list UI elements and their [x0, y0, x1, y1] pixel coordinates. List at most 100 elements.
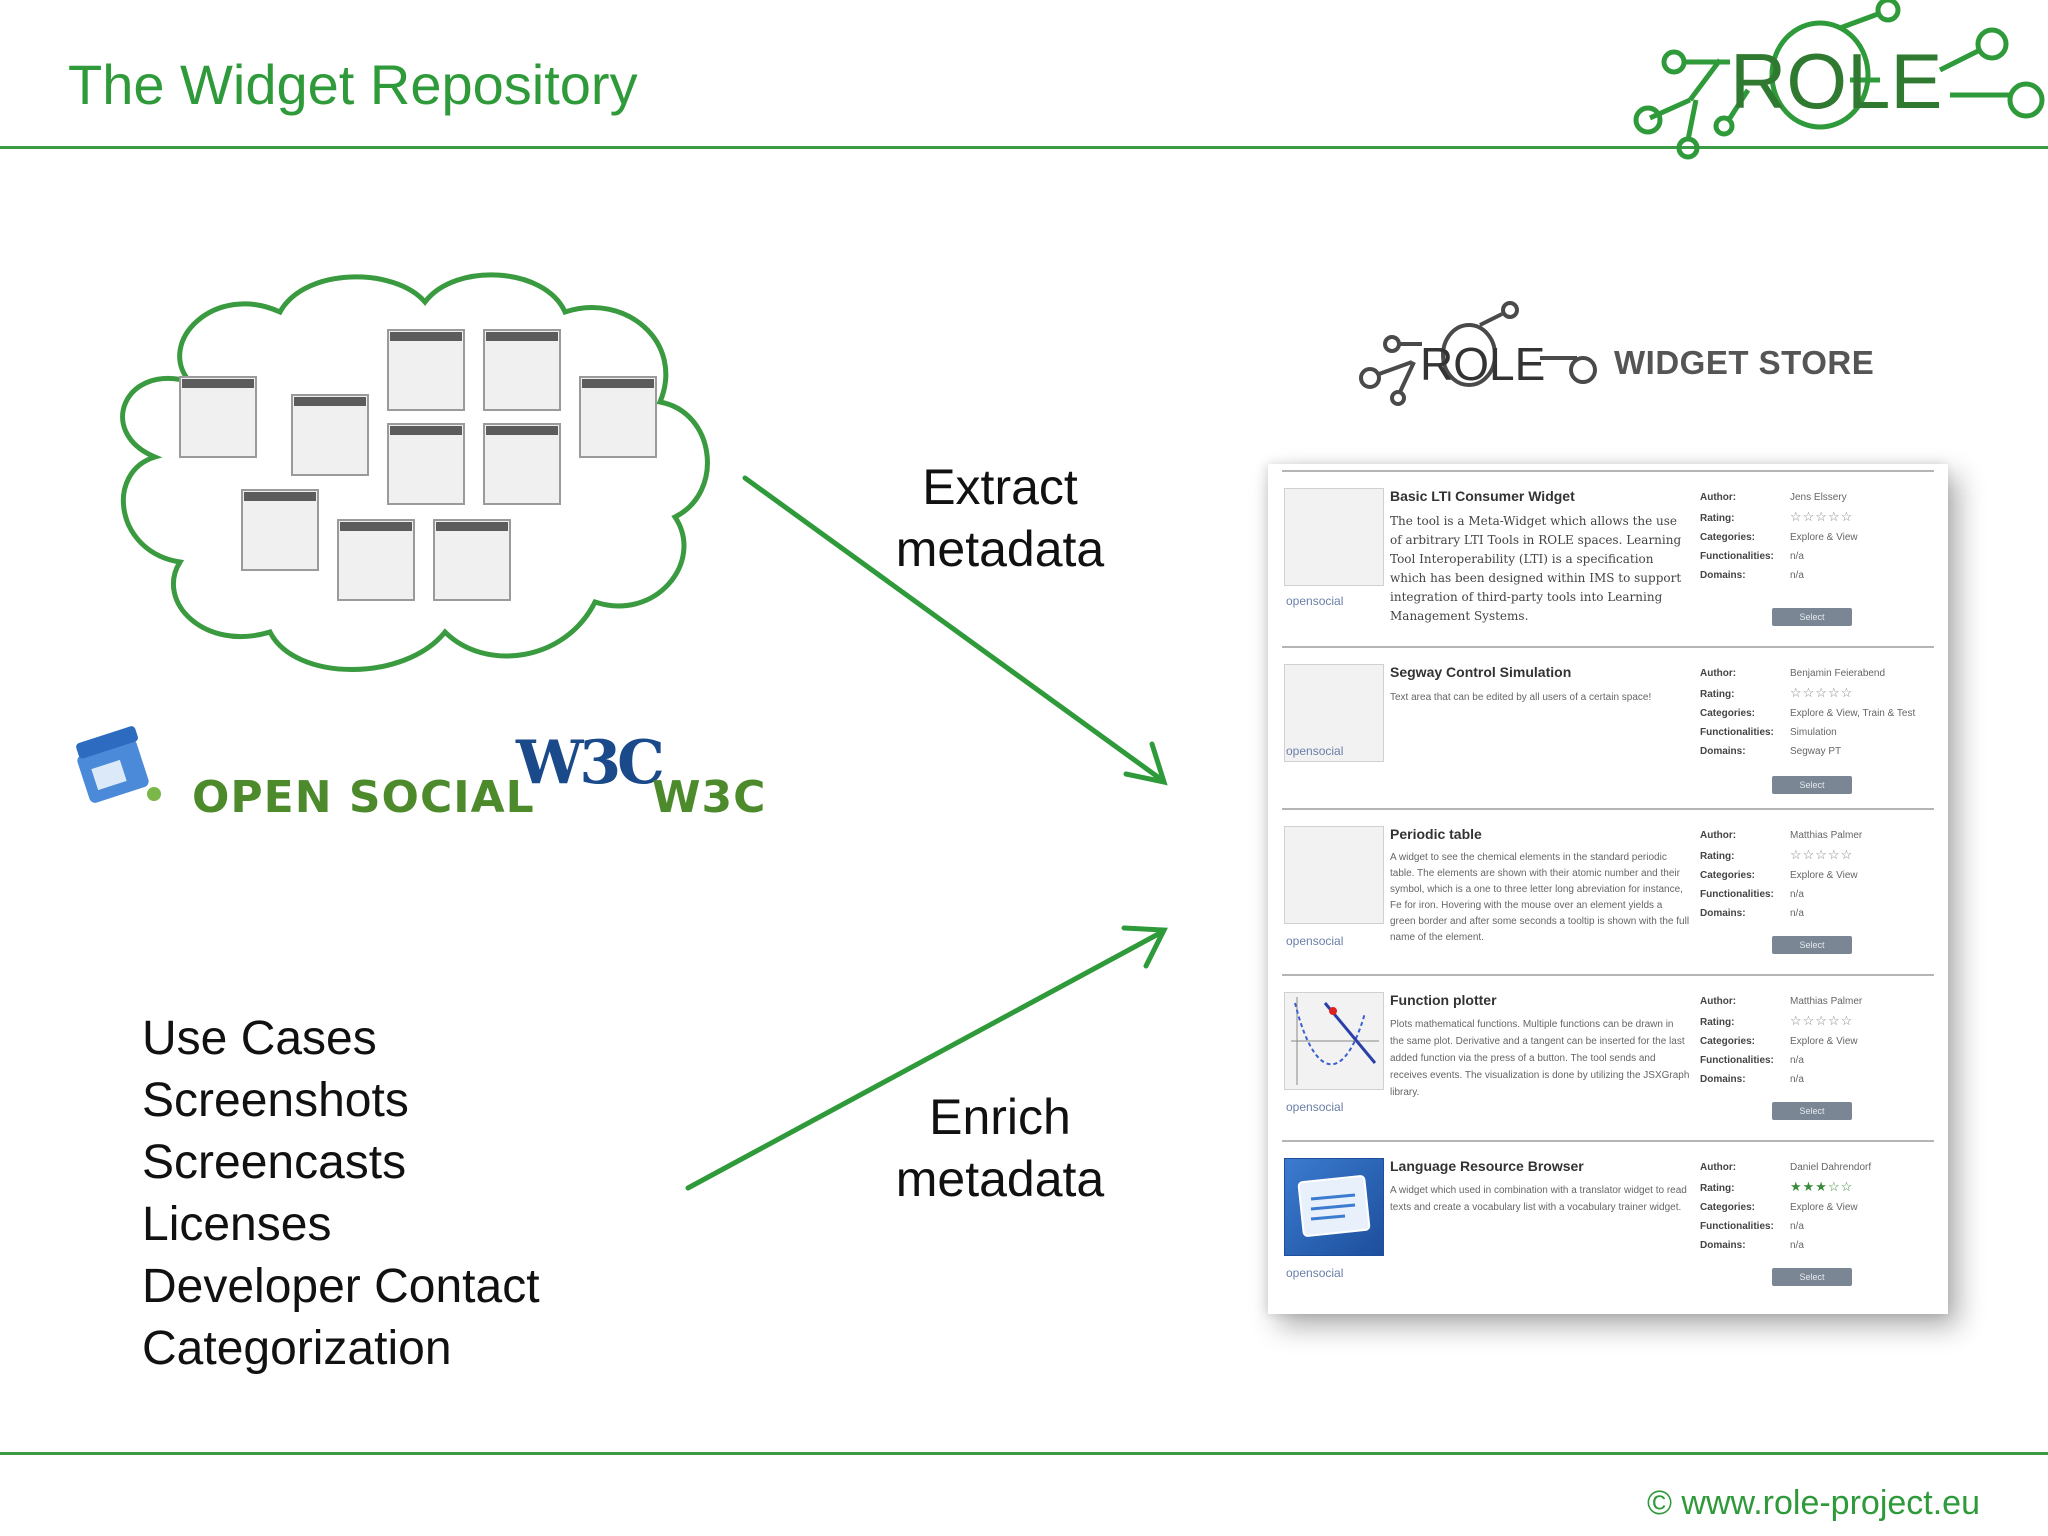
extract-label-line: Extract	[922, 459, 1078, 515]
metadata-item: Licenses	[142, 1198, 332, 1251]
widget-description: A widget to see the chemical elements in…	[1390, 852, 1690, 943]
rating-stars[interactable]: ☆☆☆☆☆	[1790, 685, 1854, 700]
functionalities-value: n/a	[1790, 1221, 1804, 1232]
domains-value: n/a	[1790, 570, 1804, 581]
enrich-metadata-label: Enrich metadata	[870, 1086, 1130, 1210]
opensocial-mark: opensocial	[1286, 594, 1344, 608]
widget-title[interactable]: Periodic table	[1390, 826, 1482, 842]
select-button[interactable]: Select	[1772, 936, 1852, 954]
widget-meta: Author:Benjamin Feierabend Rating:☆☆☆☆☆ …	[1700, 664, 1915, 761]
domains-key: Domains:	[1700, 1074, 1746, 1085]
function-plot-icon	[1291, 997, 1379, 1085]
domains-key: Domains:	[1700, 570, 1746, 581]
widget-meta: Author:Matthias Palmer Rating:☆☆☆☆☆ Cate…	[1700, 826, 1862, 923]
w3c-logo: W3C	[516, 728, 665, 798]
categories-value: Explore & View	[1790, 1036, 1858, 1047]
widget-title[interactable]: Language Resource Browser	[1390, 1158, 1584, 1174]
rating-key: Rating:	[1700, 1183, 1735, 1194]
w3c-label: W3C	[652, 772, 767, 823]
top-divider	[0, 146, 2048, 149]
widget-title[interactable]: Segway Control Simulation	[1390, 664, 1572, 680]
metadata-item: Categorization	[142, 1322, 452, 1375]
role-logo-text: ROLE	[1730, 37, 1942, 125]
domains-value: n/a	[1790, 1240, 1804, 1251]
widget-screenshot	[1284, 664, 1384, 762]
domains-key: Domains:	[1700, 1240, 1746, 1251]
widget-meta: Author:Matthias Palmer Rating:☆☆☆☆☆ Cate…	[1700, 992, 1862, 1089]
categories-key: Categories:	[1700, 532, 1756, 543]
select-button[interactable]: Select	[1772, 608, 1852, 626]
rating-stars[interactable]: ☆☆☆☆☆	[1790, 509, 1854, 524]
categories-key: Categories:	[1700, 708, 1756, 719]
categories-key: Categories:	[1700, 1036, 1756, 1047]
widget-title[interactable]: Basic LTI Consumer Widget	[1390, 488, 1575, 504]
enrich-arrowhead	[1121, 925, 1168, 969]
rating-key: Rating:	[1700, 851, 1735, 862]
author-value: Matthias Palmer	[1790, 830, 1863, 841]
widget-entry: opensocial Periodic table A widget to se…	[1282, 808, 1934, 974]
select-button[interactable]: Select	[1772, 1268, 1852, 1286]
widget-title[interactable]: Function plotter	[1390, 992, 1497, 1008]
footer-copyright[interactable]: © www.role-project.eu	[1646, 1484, 1980, 1522]
widget-entry: opensocial Function plotter Plots mathem…	[1282, 974, 1934, 1140]
widget-tiles	[179, 329, 657, 601]
author-value: Jens Elssery	[1790, 492, 1847, 503]
select-button[interactable]: Select	[1772, 1102, 1852, 1120]
metadata-item: Screenshots	[142, 1074, 409, 1127]
categories-value: Explore & View	[1790, 870, 1858, 881]
language-browser-icon	[1297, 1175, 1371, 1237]
slide-title: The Widget Repository	[68, 53, 638, 116]
widget-cloud	[120, 272, 710, 672]
opensocial-icon	[76, 726, 161, 803]
functionalities-key: Functionalities:	[1700, 727, 1774, 738]
rating-stars[interactable]: ★★★☆☆	[1790, 1179, 1854, 1194]
metadata-item: Use Cases	[142, 1012, 377, 1065]
widget-screenshot	[1284, 1158, 1384, 1256]
opensocial-mark: opensocial	[1286, 744, 1344, 758]
domains-value: Segway PT	[1790, 746, 1842, 757]
categories-value: Explore & View	[1790, 1202, 1858, 1213]
author-key: Author:	[1700, 492, 1737, 503]
rating-stars[interactable]: ☆☆☆☆☆	[1790, 847, 1854, 862]
domains-key: Domains:	[1700, 908, 1746, 919]
open-social-label: OPEN SOCIAL	[192, 772, 535, 823]
metadata-item: Screencasts	[142, 1136, 407, 1189]
categories-key: Categories:	[1700, 1202, 1756, 1213]
widget-store-title: WIDGET STORE	[1614, 344, 1875, 381]
author-key: Author:	[1700, 830, 1737, 841]
functionalities-value: n/a	[1790, 1055, 1804, 1066]
widget-screenshot	[1284, 992, 1384, 1090]
extract-arrowhead	[1123, 741, 1168, 786]
bottom-divider	[0, 1452, 2048, 1455]
opensocial-mark: opensocial	[1286, 1266, 1344, 1280]
extract-metadata-label: Extract metadata	[870, 456, 1130, 580]
widget-screenshot	[1284, 826, 1384, 924]
widget-description: A widget which used in combination with …	[1390, 1185, 1687, 1213]
author-value: Daniel Dahrendorf	[1790, 1162, 1872, 1173]
author-value: Matthias Palmer	[1790, 996, 1863, 1007]
domains-value: n/a	[1790, 1074, 1804, 1085]
widget-store-logo: ROLE	[1359, 301, 1597, 406]
functionalities-key: Functionalities:	[1700, 1055, 1774, 1066]
categories-value: Explore & View, Train & Test	[1790, 708, 1916, 719]
select-button[interactable]: Select	[1772, 776, 1852, 794]
functionalities-value: Simulation	[1790, 727, 1837, 738]
rating-stars[interactable]: ☆☆☆☆☆	[1790, 1013, 1854, 1028]
categories-value: Explore & View	[1790, 532, 1858, 543]
widget-entry: opensocial Basic LTI Consumer Widget The…	[1282, 470, 1934, 644]
author-key: Author:	[1700, 1162, 1737, 1173]
author-key: Author:	[1700, 668, 1737, 679]
rating-key: Rating:	[1700, 1017, 1735, 1028]
functionalities-value: n/a	[1790, 889, 1804, 900]
widget-entry: opensocial Language Resource Browser A w…	[1282, 1140, 1934, 1308]
opensocial-mark: opensocial	[1286, 934, 1344, 948]
functionalities-key: Functionalities:	[1700, 1221, 1774, 1232]
enrich-label-line: metadata	[895, 1151, 1105, 1207]
metadata-list: Use Cases Screenshots Screencasts Licens…	[142, 1008, 540, 1380]
widget-entry: opensocial Segway Control Simulation Tex…	[1282, 646, 1934, 808]
store-logo-text: ROLE	[1420, 338, 1545, 390]
widget-meta: Author:Jens Elssery Rating:☆☆☆☆☆ Categor…	[1700, 488, 1858, 585]
opensocial-mark: opensocial	[1286, 1100, 1344, 1114]
metadata-item: Developer Contact	[142, 1260, 540, 1313]
functionalities-key: Functionalities:	[1700, 889, 1774, 900]
